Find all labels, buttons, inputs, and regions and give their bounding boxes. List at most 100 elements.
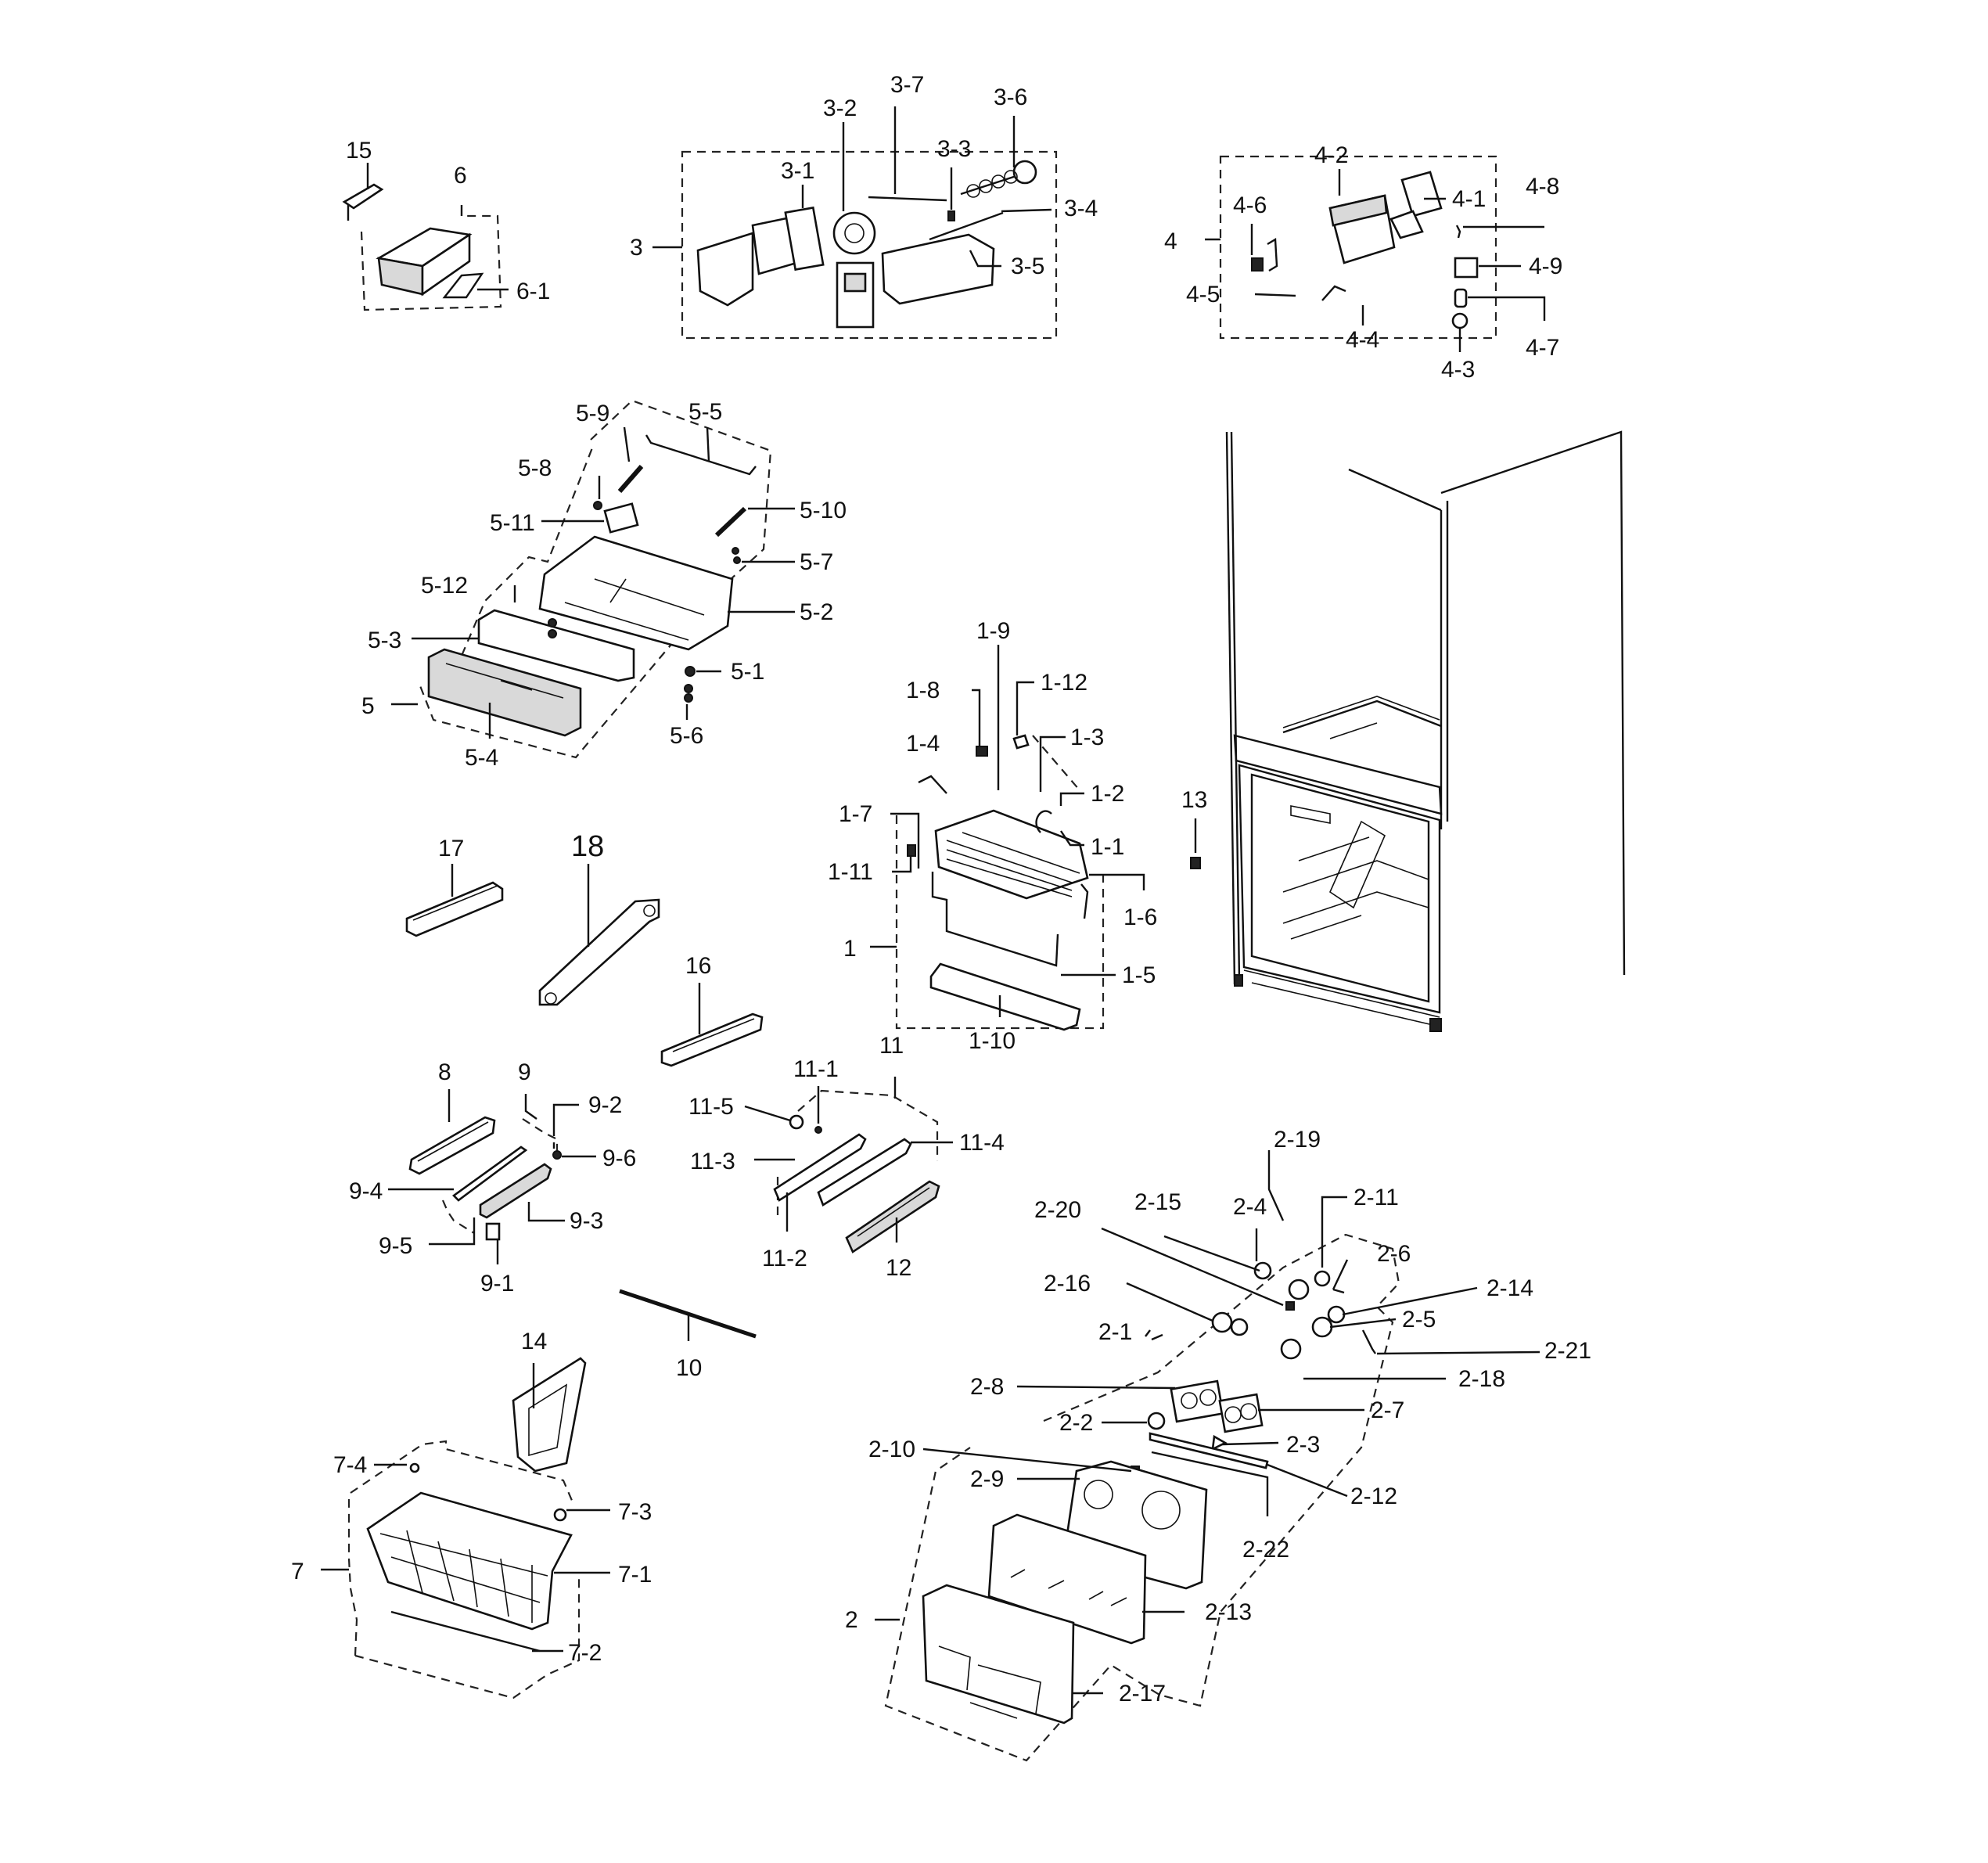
part-9-3-bracket <box>479 1163 552 1219</box>
label-2-8: 2-8 <box>970 1374 1004 1400</box>
part-2-17-panel-detail <box>938 1645 1041 1719</box>
label-5-7: 5-7 <box>800 549 833 575</box>
cabinet-right-side <box>1440 430 1626 976</box>
refrigerator-cabinet <box>1190 430 1626 1032</box>
part-11-4-rail <box>817 1138 912 1207</box>
part-11-3-rail <box>773 1133 867 1202</box>
part-4-6-clip <box>1267 237 1278 272</box>
part-8-rail <box>408 1116 496 1175</box>
group-11-boundary-a <box>797 1089 939 1161</box>
part-14-divider <box>512 1357 587 1473</box>
label-6: 6 <box>454 163 467 189</box>
label-2-9: 2-9 <box>970 1466 1004 1492</box>
part-1-coil-fins <box>946 832 1080 897</box>
part-7-2-rail <box>390 1610 541 1653</box>
label-1-8: 1-8 <box>906 678 940 703</box>
part-5-8-screw <box>593 501 602 510</box>
group-1-boundary <box>895 815 1105 1030</box>
label-18: 18 <box>571 830 604 863</box>
part-2-16-grommet <box>1211 1311 1233 1333</box>
label-3-1: 3-1 <box>781 158 814 184</box>
part-4-1-bracket <box>1389 210 1424 239</box>
part-2-2-fan-blade <box>1147 1412 1166 1430</box>
part-3-1-panel <box>784 206 825 272</box>
group-7-boundary-top <box>350 1440 574 1503</box>
leader-2-1 <box>1145 1329 1151 1337</box>
leader-1-7 <box>890 812 920 869</box>
label-9-1: 9-1 <box>480 1271 514 1297</box>
label-2-14: 2-14 <box>1487 1275 1533 1301</box>
label-5-11: 5-11 <box>490 510 535 536</box>
group-3-dispenser <box>681 150 1058 340</box>
label-4-6: 4-6 <box>1233 192 1267 218</box>
part-14-grille <box>528 1383 568 1457</box>
label-11-4: 11-4 <box>959 1130 1005 1156</box>
label-3-6: 3-6 <box>994 85 1027 110</box>
label-1-2: 1-2 <box>1091 781 1124 807</box>
label-1-1: 1-1 <box>1091 834 1124 860</box>
group-1-boundary-top <box>1032 735 1080 791</box>
label-3-3: 3-3 <box>937 136 971 162</box>
label-4-5: 4-5 <box>1186 282 1220 308</box>
leader-3-4 <box>1001 208 1052 213</box>
label-3-2: 3-2 <box>823 95 857 121</box>
label-11-3: 11-3 <box>690 1149 735 1174</box>
label-11: 11 <box>879 1033 904 1059</box>
part-15-bracket <box>342 183 384 210</box>
part-2-grommet-c <box>1280 1338 1302 1360</box>
label-5-9: 5-9 <box>576 401 609 426</box>
part-2-6-pin <box>1332 1288 1345 1294</box>
leader-2-22 <box>1151 1451 1269 1516</box>
group-11-slides <box>773 1089 940 1253</box>
label-2-6: 2-6 <box>1377 1241 1411 1267</box>
leader-5-5 <box>706 426 710 462</box>
label-2-16: 2-16 <box>1044 1271 1091 1297</box>
label-2-1: 2-1 <box>1098 1319 1132 1345</box>
part-17-handle <box>405 881 504 937</box>
part-1-4-wire <box>918 775 947 794</box>
leader-4-7 <box>1468 296 1546 321</box>
label-5-5: 5-5 <box>688 399 722 425</box>
label-6-1: 6-1 <box>516 279 550 304</box>
label-2-3: 2-3 <box>1286 1432 1320 1458</box>
part-2-17-panel <box>922 1584 1075 1725</box>
label-4-7: 4-7 <box>1526 335 1559 361</box>
label-4: 4 <box>1164 228 1177 254</box>
label-9-5: 9-5 <box>379 1233 412 1259</box>
leader-3-5 <box>969 250 1001 268</box>
leader-9-5 <box>429 1217 476 1246</box>
label-10: 10 <box>676 1355 702 1381</box>
part-3-6-auger <box>960 160 1037 198</box>
cabinet-top-line <box>1348 468 1442 512</box>
label-4-2: 4-2 <box>1314 142 1348 168</box>
label-7: 7 <box>291 1559 304 1584</box>
label-2-2: 2-2 <box>1059 1410 1093 1436</box>
part-2-19-motor-mount <box>1288 1279 1310 1300</box>
part-6-1-wire-heater <box>442 272 484 299</box>
part-2-20-clip <box>1285 1301 1295 1311</box>
group-3-boundary <box>681 150 1058 340</box>
part-3-7-shaft <box>868 196 947 202</box>
part-18-handle <box>538 898 660 1006</box>
cabinet-left-edge-inner <box>1230 431 1241 980</box>
leader-2-6 <box>1332 1259 1349 1290</box>
group-9-boundary-b <box>441 1199 475 1234</box>
label-5-4: 5-4 <box>465 745 498 771</box>
label-4-8: 4-8 <box>1526 174 1559 200</box>
label-2: 2 <box>845 1607 858 1633</box>
leader-2-21 <box>1376 1350 1540 1355</box>
part-2-5-grommet <box>1311 1316 1333 1338</box>
part-1-12-clip <box>1012 734 1030 750</box>
label-11-5: 11-5 <box>688 1094 734 1120</box>
leader-2-19 <box>1267 1150 1285 1221</box>
part-4-8-spring <box>1455 225 1461 239</box>
label-1-10: 1-10 <box>969 1028 1016 1054</box>
part-9-1-clip <box>485 1222 501 1241</box>
label-5-10: 5-10 <box>800 498 847 523</box>
label-2-11: 2-11 <box>1353 1185 1399 1210</box>
leader-1-2 <box>1059 792 1084 806</box>
label-3-7: 3-7 <box>890 72 924 98</box>
label-1-3: 1-3 <box>1070 725 1104 750</box>
leader-1-8 <box>972 689 981 746</box>
label-5-1: 5-1 <box>731 659 764 685</box>
